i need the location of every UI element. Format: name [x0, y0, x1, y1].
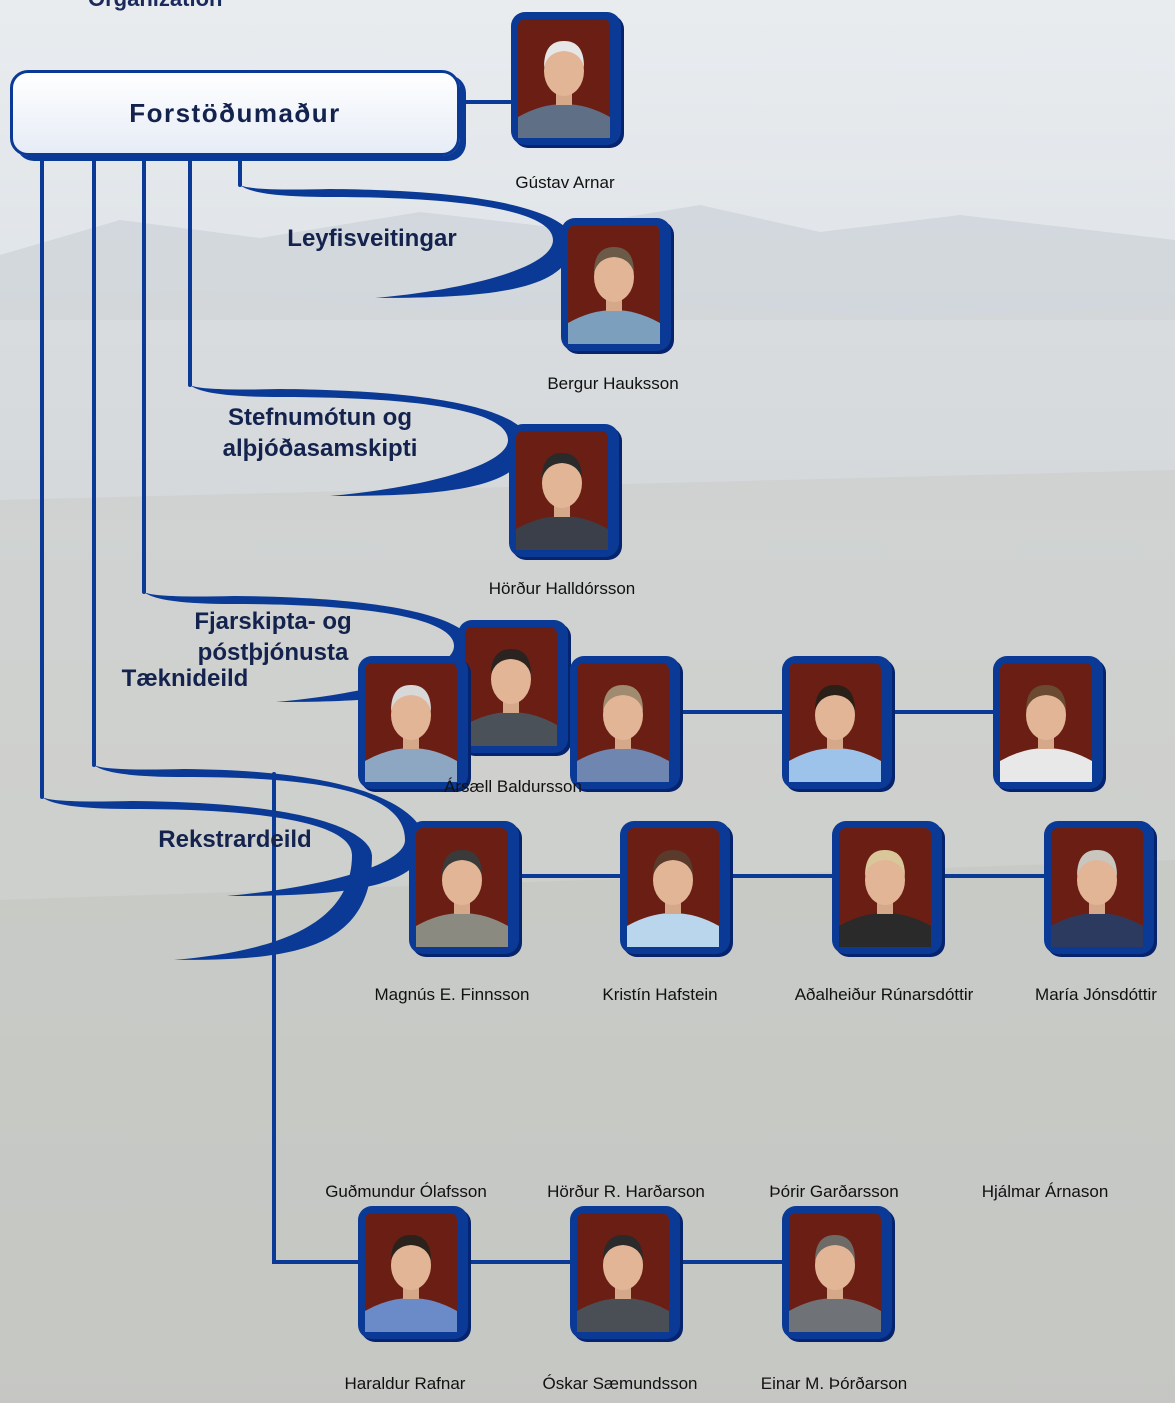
- card-thorir: [782, 656, 892, 789]
- dept-label-fjarskipta: Fjarskipta- og póstþjónusta: [194, 608, 352, 666]
- dept-label-leyfisveitingar: Leyfisveitingar: [287, 225, 457, 252]
- name-director: Gústav Arnar: [515, 173, 615, 192]
- card-magnus: [409, 821, 519, 954]
- card-hjalmar: [993, 656, 1103, 789]
- portrait-photo: [627, 828, 719, 947]
- portrait-photo: [1000, 663, 1092, 782]
- card-oskar: [570, 1206, 680, 1339]
- card-haraldur: [358, 1206, 468, 1339]
- dept-label-rekstrardeild: Rekstrardeild: [158, 826, 312, 853]
- name-einar: Einar M. Þórðarson: [760, 1374, 908, 1393]
- card-hordur-h: [509, 424, 619, 557]
- portrait-photo: [1051, 828, 1143, 947]
- name-hordur-h: Hörður Halldórsson: [488, 579, 636, 598]
- name-bergur: Bergur Hauksson: [547, 374, 679, 393]
- portrait-photo: [568, 225, 660, 344]
- portrait-photo: [365, 1213, 457, 1332]
- card-hordur-r: [570, 656, 680, 789]
- dept-label-taeknideild: Tæknideild: [121, 665, 249, 692]
- name-gudmundur: Guðmundur Ólafsson: [325, 1182, 487, 1201]
- card-kristin: [620, 821, 730, 954]
- card-bergur: [561, 218, 671, 351]
- page-heading: Organization: [88, 0, 222, 12]
- portrait-photo: [465, 627, 557, 746]
- portrait-photo: [416, 828, 508, 947]
- name-adalheidur: Aðalheiður Rúnarsdóttir: [794, 985, 974, 1004]
- card-einar: [782, 1206, 892, 1339]
- card-arsaell: [458, 620, 568, 753]
- bracket-taeknideild: [42, 797, 372, 960]
- name-kristin: Kristín Hafstein: [602, 985, 718, 1004]
- name-oskar: Óskar Sæmundsson: [542, 1374, 698, 1393]
- card-gudmundur: [358, 656, 468, 789]
- portrait-photo: [365, 663, 457, 782]
- link-taeknideild-row2: [272, 772, 362, 1264]
- director-box: Forstöðumaður: [10, 70, 460, 156]
- portrait-photo: [789, 1213, 881, 1332]
- name-hjalmar: Hjálmar Árnason: [981, 1182, 1109, 1201]
- name-maria: María Jónsdóttir: [1035, 985, 1157, 1004]
- name-haraldur: Haraldur Rafnar: [344, 1374, 466, 1393]
- portrait-photo: [516, 431, 608, 550]
- portrait-photo: [577, 1213, 669, 1332]
- director-title: Forstöðumaður: [129, 97, 341, 128]
- name-thorir: Þórir Garðarsson: [769, 1182, 899, 1201]
- card-gustav: [511, 12, 621, 145]
- portrait-photo: [839, 828, 931, 947]
- portrait-photo: [577, 663, 669, 782]
- name-hordur-r: Hörður R. Harðarson: [547, 1182, 705, 1201]
- name-arsaell: Ársæll Baldursson: [444, 777, 582, 796]
- dept-label-stefnumotun: Stefnumótun og alþjóðasamskipti: [222, 404, 418, 462]
- card-adalheidur: [832, 821, 942, 954]
- card-maria: [1044, 821, 1154, 954]
- portrait-photo: [518, 19, 610, 138]
- name-magnus: Magnús E. Finnsson: [374, 985, 530, 1004]
- portrait-photo: [789, 663, 881, 782]
